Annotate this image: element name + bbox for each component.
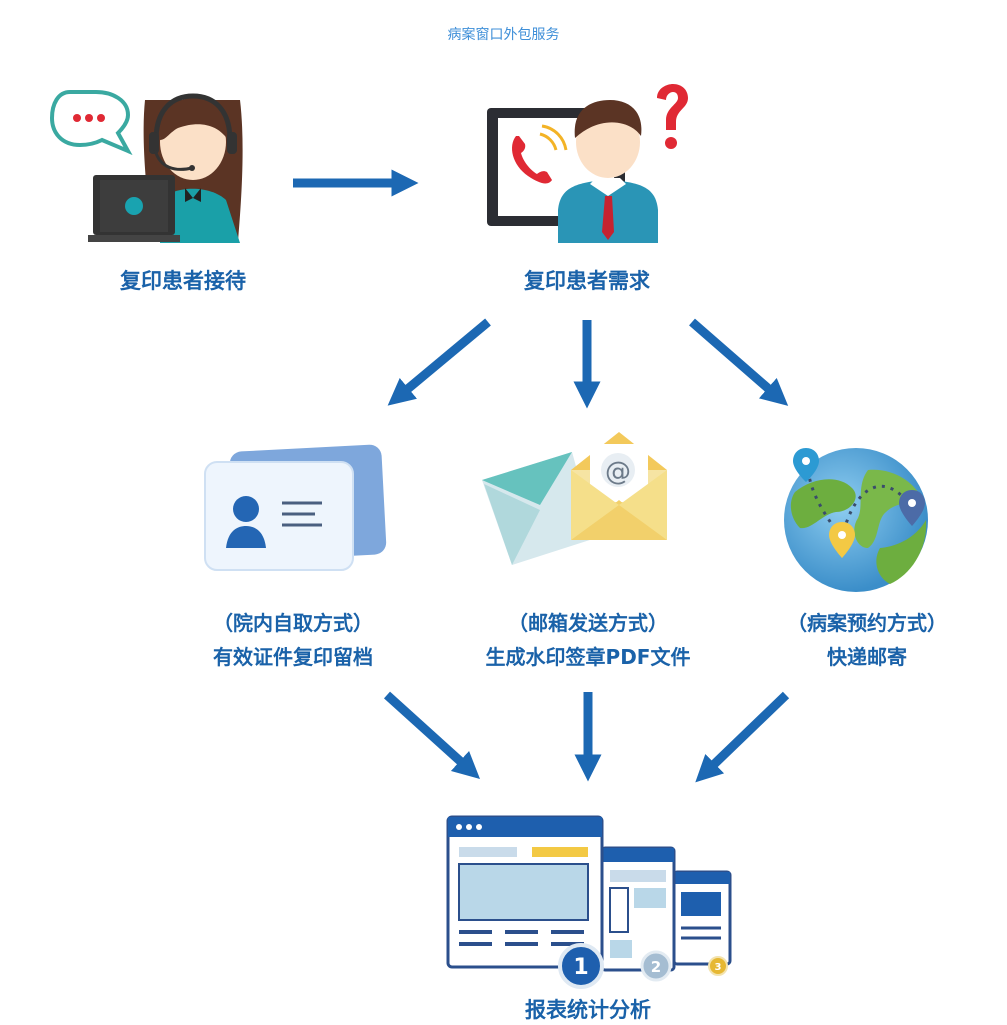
- node-email: （邮箱发送方式） 生成水印签章PDF文件: [463, 606, 713, 674]
- node-report-label: 报表统计分析: [525, 998, 651, 1022]
- node-courier-line2: 快递邮寄: [827, 645, 907, 669]
- node-inhouse-line2: 有效证件复印留档: [213, 645, 373, 669]
- node-reception-label: 复印患者接待: [120, 269, 246, 293]
- rank-badge-1: 1: [573, 955, 588, 980]
- at-sign: @: [605, 457, 631, 487]
- email-envelope-icon: @: [482, 432, 667, 565]
- page-title: 病案窗口外包服务: [447, 27, 560, 43]
- rank-badge-3: 3: [715, 962, 722, 973]
- node-email-line2: 生成水印签章PDF文件: [485, 645, 691, 669]
- globe-route-icon: [784, 448, 928, 592]
- report-screens-icon: 1 2 3: [446, 815, 732, 989]
- arrow-demand-to-courier: [689, 318, 789, 406]
- node-inhouse: （院内自取方式） 有效证件复印留档: [178, 606, 408, 674]
- arrow-courier-to-report: [695, 691, 790, 783]
- node-email-line1: （邮箱发送方式）: [508, 611, 668, 635]
- arrow-inhouse-to-report: [383, 691, 481, 780]
- node-courier: （病案预约方式） 快递邮寄: [752, 606, 982, 674]
- phone-caller-icon: [487, 84, 688, 243]
- arrow-demand-to-inhouse: [387, 318, 491, 406]
- call-center-agent-icon: [49, 90, 243, 243]
- id-card-icon: [204, 444, 387, 571]
- node-courier-line1: （病案预约方式）: [787, 611, 947, 635]
- node-inhouse-line1: （院内自取方式）: [213, 611, 373, 635]
- rank-badge-2: 2: [651, 958, 661, 976]
- node-demand-label: 复印患者需求: [524, 269, 650, 293]
